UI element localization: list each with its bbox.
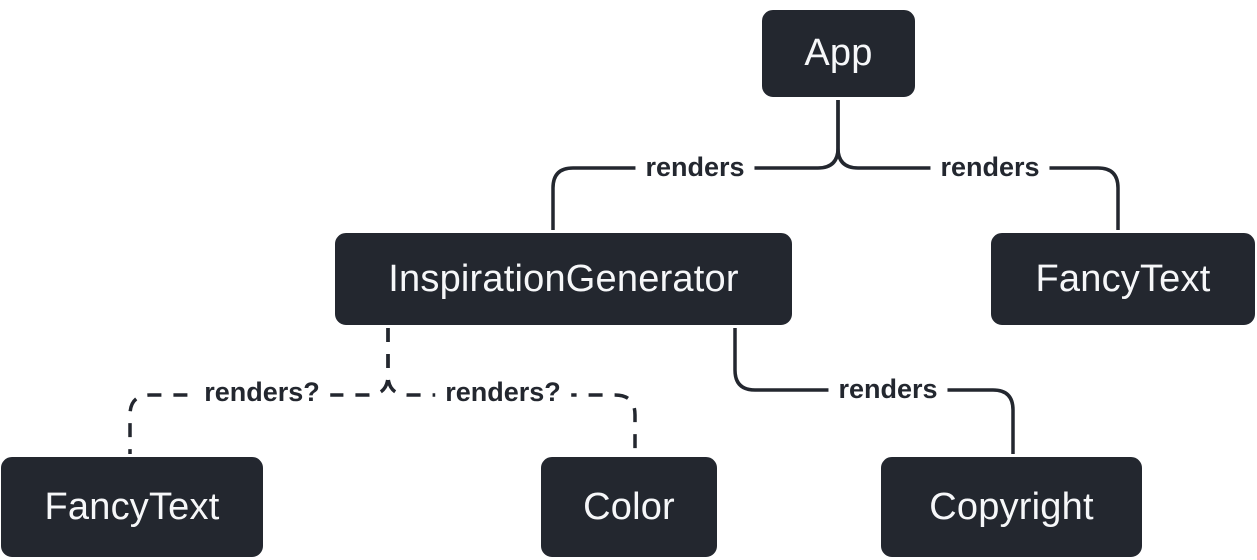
edge-label-renders-left: renders — [635, 151, 755, 185]
node-inspiration-generator-label: InspirationGenerator — [388, 257, 739, 300]
node-color-label: Color — [583, 485, 675, 528]
node-app: App — [759, 7, 918, 100]
node-copyright-label: Copyright — [929, 485, 1094, 528]
node-inspiration-generator: InspirationGenerator — [332, 230, 795, 328]
node-fancy-text-bottom-label: FancyText — [44, 485, 220, 528]
edge-label-renders-bottom: renders — [828, 373, 948, 407]
node-copyright: Copyright — [878, 454, 1145, 560]
node-app-label: App — [804, 32, 873, 74]
edge-label-renders-conditional-right: renders? — [435, 376, 571, 410]
node-fancy-text-top-label: FancyText — [1035, 257, 1211, 300]
node-fancy-text-top: FancyText — [988, 230, 1257, 328]
node-color: Color — [538, 454, 720, 560]
edge-label-renders-right: renders — [930, 151, 1050, 185]
node-fancy-text-bottom: FancyText — [0, 454, 266, 560]
edge-label-renders-conditional-left: renders? — [194, 376, 330, 410]
